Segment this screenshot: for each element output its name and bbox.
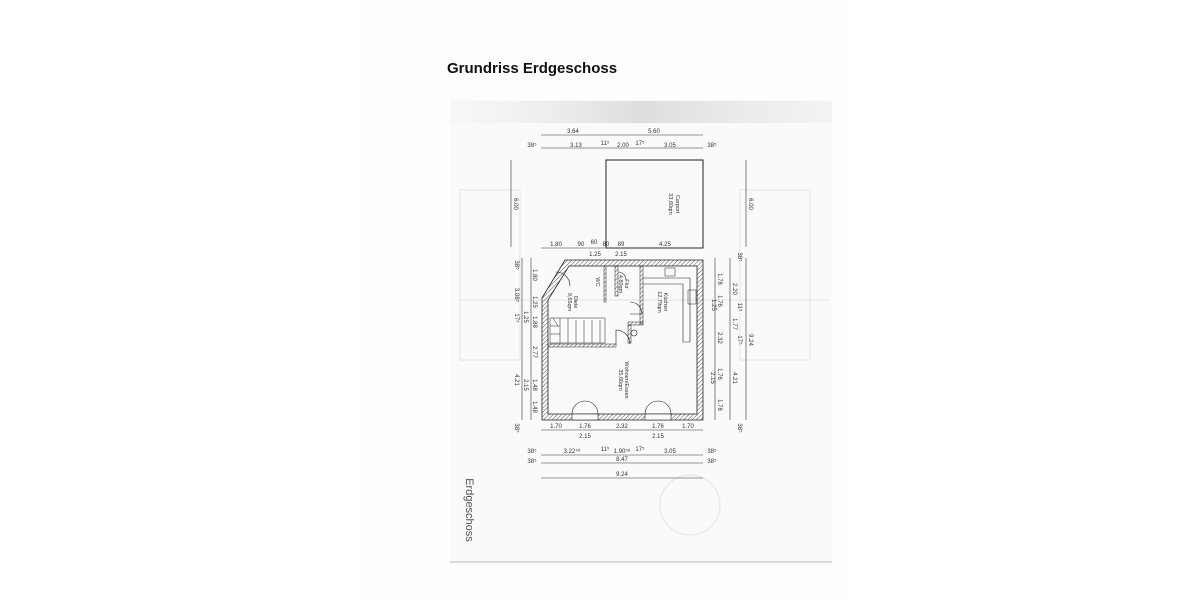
svg-text:90: 90 <box>578 242 585 248</box>
svg-text:38⁵: 38⁵ <box>527 448 537 455</box>
svg-text:1.78: 1.78 <box>716 399 722 411</box>
scan-area <box>450 100 832 562</box>
house-walls <box>541 259 704 421</box>
svg-text:4,80qm: 4,80qm <box>617 275 623 294</box>
svg-text:11⁵: 11⁵ <box>601 140 610 147</box>
svg-text:38⁵: 38⁵ <box>513 423 520 433</box>
svg-text:1.48: 1.48 <box>531 401 537 413</box>
svg-text:9,65qm: 9,65qm <box>566 293 572 312</box>
svg-text:8.47: 8.47 <box>616 457 628 463</box>
svg-text:17⁵: 17⁵ <box>635 140 645 147</box>
svg-text:Wohnen/Essen: Wohnen/Essen <box>623 361 629 398</box>
svg-text:2.15: 2.15 <box>709 372 715 384</box>
svg-text:6.00: 6.00 <box>512 198 518 210</box>
svg-text:2.77: 2.77 <box>531 346 537 358</box>
svg-text:2.00: 2.00 <box>617 143 629 149</box>
svg-text:80: 80 <box>603 242 610 248</box>
carport-label: Carport 33,60qm <box>667 193 680 215</box>
svg-text:17⁵: 17⁵ <box>736 335 743 345</box>
svg-text:2.15: 2.15 <box>615 252 627 258</box>
svg-text:1.88: 1.88 <box>531 316 537 328</box>
svg-text:WC: WC <box>594 277 600 286</box>
svg-text:2.15: 2.15 <box>579 434 591 440</box>
patio-doors <box>571 413 672 421</box>
svg-text:1.70: 1.70 <box>682 424 694 430</box>
svg-text:Carport: Carport <box>674 195 680 214</box>
wohnen-label: Wohnen/Essen 35,66qm <box>617 361 629 398</box>
scan-smudge <box>450 101 832 123</box>
wc-label: WC <box>594 277 600 286</box>
svg-text:38⁵: 38⁵ <box>527 458 537 465</box>
svg-text:1.80: 1.80 <box>550 242 562 248</box>
svg-text:17⁵: 17⁵ <box>513 313 520 323</box>
svg-text:4.21: 4.21 <box>731 372 737 384</box>
svg-text:38⁵: 38⁵ <box>527 142 537 149</box>
svg-text:38⁵: 38⁵ <box>707 448 717 455</box>
svg-text:38⁵: 38⁵ <box>736 423 743 433</box>
svg-text:1.77: 1.77 <box>731 318 737 330</box>
svg-text:Küchen: Küchen <box>662 293 668 312</box>
svg-text:1.25: 1.25 <box>522 311 528 323</box>
svg-text:38⁵: 38⁵ <box>707 458 717 465</box>
svg-text:2.15: 2.15 <box>652 434 664 440</box>
svg-text:33,60qm: 33,60qm <box>667 193 673 215</box>
flur-label: Flur 4,80qm <box>617 275 629 294</box>
svg-text:9.24: 9.24 <box>747 334 753 346</box>
door-swings <box>555 271 672 415</box>
kuechen-label: Küchen 12,79qm <box>656 291 668 313</box>
svg-text:2.32: 2.32 <box>616 424 628 430</box>
faint-background-plan <box>459 189 830 536</box>
svg-text:11⁵: 11⁵ <box>736 303 743 312</box>
dimension-lines <box>510 134 747 479</box>
svg-text:6.00: 6.00 <box>747 198 753 210</box>
svg-text:1.25: 1.25 <box>710 299 716 311</box>
svg-text:1.80: 1.80 <box>531 269 537 281</box>
svg-text:1.25: 1.25 <box>589 252 601 258</box>
svg-text:11⁵: 11⁵ <box>601 446 610 453</box>
svg-text:4.25: 4.25 <box>659 242 671 248</box>
chimney <box>630 329 638 337</box>
svg-text:1.25: 1.25 <box>531 296 537 308</box>
svg-text:35,66qm: 35,66qm <box>617 369 623 391</box>
svg-text:3.08⁵: 3.08⁵ <box>513 288 520 303</box>
svg-text:38⁵: 38⁵ <box>513 260 520 270</box>
side-label: Erdgeschoss <box>463 478 475 542</box>
svg-text:89: 89 <box>618 242 625 248</box>
svg-text:2.20: 2.20 <box>731 283 737 295</box>
svg-text:2.32: 2.32 <box>716 332 722 344</box>
page-title: Grundriss Erdgeschoss <box>447 60 618 77</box>
svg-text:1.90⁵⁸: 1.90⁵⁸ <box>614 448 631 455</box>
svg-text:3.13: 3.13 <box>570 143 582 149</box>
svg-text:3.64: 3.64 <box>567 129 579 135</box>
svg-text:1.76: 1.76 <box>579 424 591 430</box>
svg-text:3.22⁴⁸: 3.22⁴⁸ <box>564 448 581 455</box>
svg-text:1.76: 1.76 <box>716 295 722 307</box>
svg-text:1.76: 1.76 <box>652 424 664 430</box>
svg-text:17⁵: 17⁵ <box>635 446 645 453</box>
staircase <box>549 317 606 344</box>
svg-text:3.05: 3.05 <box>664 143 676 149</box>
svg-text:12,79qm: 12,79qm <box>656 291 662 313</box>
svg-text:60: 60 <box>591 240 598 246</box>
svg-text:1.70: 1.70 <box>550 424 562 430</box>
svg-text:38⁵: 38⁵ <box>707 142 717 149</box>
svg-text:3.05: 3.05 <box>664 449 676 455</box>
svg-text:Flur: Flur <box>623 279 629 289</box>
svg-text:9.24: 9.24 <box>616 472 628 478</box>
svg-text:1.48: 1.48 <box>531 379 537 391</box>
diele-label: Diele 9,65qm <box>566 293 578 312</box>
svg-text:38⁵: 38⁵ <box>736 252 743 262</box>
svg-text:1.76: 1.76 <box>716 368 722 380</box>
svg-text:2.15: 2.15 <box>522 379 528 391</box>
dimension-labels: 3.64 5.60 38⁵ 3.13 11⁵ 2.00 17⁵ 3.05 38⁵… <box>512 129 753 478</box>
svg-text:5.60: 5.60 <box>648 129 660 135</box>
svg-text:1.78: 1.78 <box>716 273 722 285</box>
svg-text:Diele: Diele <box>572 296 578 309</box>
svg-text:4.21: 4.21 <box>513 374 519 386</box>
